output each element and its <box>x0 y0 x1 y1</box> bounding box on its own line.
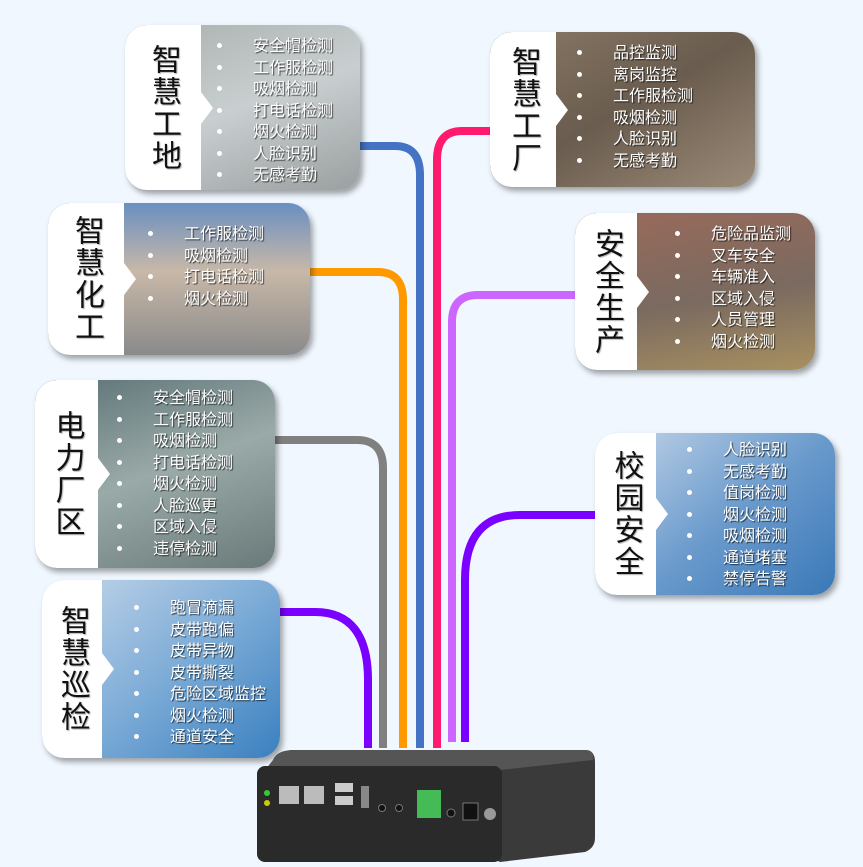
scenario-item: 烟火检测 <box>134 705 266 727</box>
scenario-item: 吸烟检测 <box>117 430 233 452</box>
scenario-item: 打电话检测 <box>148 266 264 288</box>
card-title: 电力厂区 <box>49 410 85 538</box>
scenario-item: 离岗监控 <box>577 64 693 86</box>
scenario-item: 烟火检测 <box>117 473 233 495</box>
scenario-item: 禁停告警 <box>687 568 787 590</box>
line-campus <box>461 511 597 742</box>
scenario-item: 打电话检测 <box>217 100 333 122</box>
power-button-icon[interactable] <box>484 808 496 820</box>
scenario-item: 烟火检测 <box>217 121 333 143</box>
scenario-item: 品控监测 <box>577 42 693 64</box>
card-construction: 智慧工地 安全帽检测工作服检测吸烟检测打电话检测烟火检测人脸识别无感考勤 <box>125 25 360 190</box>
scenario-item: 吸烟检测 <box>577 107 693 129</box>
card-title: 智慧工地 <box>146 43 181 172</box>
scenario-item: 无感考勤 <box>577 150 693 172</box>
scenario-item: 车辆准入 <box>675 266 791 288</box>
scenario-item: 危险品监测 <box>675 223 791 245</box>
status-led-icon <box>264 790 270 796</box>
scenario-item: 值岗检测 <box>687 482 787 504</box>
scenario-item: 工作服检测 <box>577 85 693 107</box>
hdmi-port-icon <box>361 786 369 808</box>
card-title: 校园安全 <box>608 450 644 578</box>
ethernet-port-icon <box>304 786 324 804</box>
card-chemical: 智慧化工 工作服检测吸烟检测打电话检测烟火检测 <box>48 203 310 355</box>
scenario-item: 吸烟检测 <box>687 525 787 547</box>
line-chemical <box>308 268 407 748</box>
scenario-item: 人脸识别 <box>687 439 787 461</box>
card-title: 智慧工厂 <box>506 45 541 174</box>
scenario-item: 皮带撕裂 <box>134 662 266 684</box>
scenario-item: 工作服检测 <box>148 223 264 245</box>
scenario-item: 皮带异物 <box>134 640 266 662</box>
line-factory <box>433 127 492 748</box>
line-safety <box>448 291 577 742</box>
edge-computing-box <box>257 750 595 862</box>
scenario-item: 区域入侵 <box>675 288 791 310</box>
card-title: 安全生产 <box>589 227 624 356</box>
scenario-item: 吸烟检测 <box>148 245 264 267</box>
line-power <box>273 436 387 748</box>
scenario-item: 无感考勤 <box>687 461 787 483</box>
status-led-icon <box>264 800 270 806</box>
scenario-item: 危险区域监控 <box>134 683 266 705</box>
scenario-item: 人脸巡更 <box>117 495 233 517</box>
scenario-item: 烟火检测 <box>675 331 791 353</box>
card-title: 智慧化工 <box>69 215 104 343</box>
usb-port-icon <box>335 783 353 792</box>
power-jack-icon <box>462 802 479 821</box>
card-inspection: 智慧巡检 跑冒滴漏皮带跑偏皮带异物皮带撕裂危险区域监控烟火检测通道安全 <box>42 580 280 758</box>
scenario-item: 工作服检测 <box>217 57 333 79</box>
scenario-item: 安全帽检测 <box>217 35 333 57</box>
scenario-item: 区域入侵 <box>117 516 233 538</box>
card-title: 智慧巡检 <box>55 605 90 733</box>
card-factory: 智慧工厂 品控监测离岗监控工作服检测吸烟检测人脸识别无感考勤 <box>490 32 755 187</box>
scenario-item: 人脸识别 <box>217 143 333 165</box>
scenario-item: 打电话检测 <box>117 452 233 474</box>
scenario-item: 通道堵塞 <box>687 547 787 569</box>
line-inspection <box>278 608 372 748</box>
card-safety: 安全生产 危险品监测叉车安全车辆准入区域入侵人员管理烟火检测 <box>575 213 815 370</box>
scenario-item: 烟火检测 <box>687 504 787 526</box>
scenario-item: 无感考勤 <box>217 164 333 186</box>
scenario-item: 通道安全 <box>134 726 266 748</box>
card-campus: 校园安全 人脸识别无感考勤值岗检测烟火检测吸烟检测通道堵塞禁停告警 <box>595 433 835 595</box>
scenario-item: 皮带跑偏 <box>134 619 266 641</box>
scenario-item: 安全帽检测 <box>117 387 233 409</box>
ethernet-port-icon <box>279 786 299 804</box>
scenario-item: 违停检测 <box>117 538 233 560</box>
scenario-item: 人员管理 <box>675 309 791 331</box>
terminal-block-icon <box>417 790 441 818</box>
card-power: 电力厂区 安全帽检测工作服检测吸烟检测打电话检测烟火检测人脸巡更区域入侵违停检测 <box>35 380 275 568</box>
scenario-item: 烟火检测 <box>148 288 264 310</box>
scenario-item: 人脸识别 <box>577 128 693 150</box>
scenario-item: 工作服检测 <box>117 409 233 431</box>
scenario-item: 吸烟检测 <box>217 78 333 100</box>
line-construction <box>358 142 424 748</box>
scenario-item: 跑冒滴漏 <box>134 597 266 619</box>
scenario-item: 叉车安全 <box>675 245 791 267</box>
usb-port-icon <box>335 796 353 805</box>
